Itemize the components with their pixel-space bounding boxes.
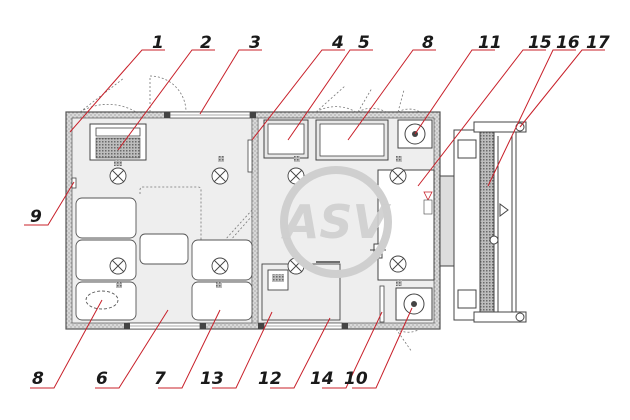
- callout-6: 6: [96, 369, 108, 389]
- callout-13: 13: [200, 369, 224, 389]
- callout-labels-bottom: 8 6 7 13 12 14 10: [32, 369, 368, 389]
- small-sensors: [116, 156, 402, 288]
- callout-1: 1: [152, 33, 164, 53]
- callout-2: 2: [200, 33, 212, 53]
- callout-7: 7: [154, 369, 166, 389]
- callout-11: 11: [478, 33, 502, 53]
- partition-wall: [251, 117, 259, 324]
- callout-16: 16: [556, 33, 580, 53]
- callout-12: 12: [258, 369, 282, 389]
- sofa-right: [191, 239, 253, 321]
- callout-labels-left: 9: [30, 207, 42, 227]
- leader-lines: [24, 49, 605, 389]
- callout-17: 17: [586, 33, 610, 53]
- chassis-frame: [439, 121, 527, 323]
- watermark-text: ASV: [281, 195, 392, 249]
- callout-4: 4: [331, 33, 344, 53]
- wall-outlet: [71, 177, 77, 189]
- table: [85, 290, 119, 310]
- callout-3: 3: [249, 33, 261, 53]
- callout-15: 15: [528, 33, 552, 53]
- callout-5: 5: [358, 33, 370, 53]
- callout-10: 10: [344, 369, 368, 389]
- callout-14: 14: [310, 369, 334, 389]
- callout-labels-top: 1 2 3 4 5 8 11 15 16 17: [152, 33, 610, 53]
- callout-8-top: 8: [422, 33, 434, 53]
- asv-watermark-logo: ASV: [280, 166, 392, 278]
- callout-8-bottom: 8: [32, 369, 44, 389]
- callout-9: 9: [30, 207, 42, 227]
